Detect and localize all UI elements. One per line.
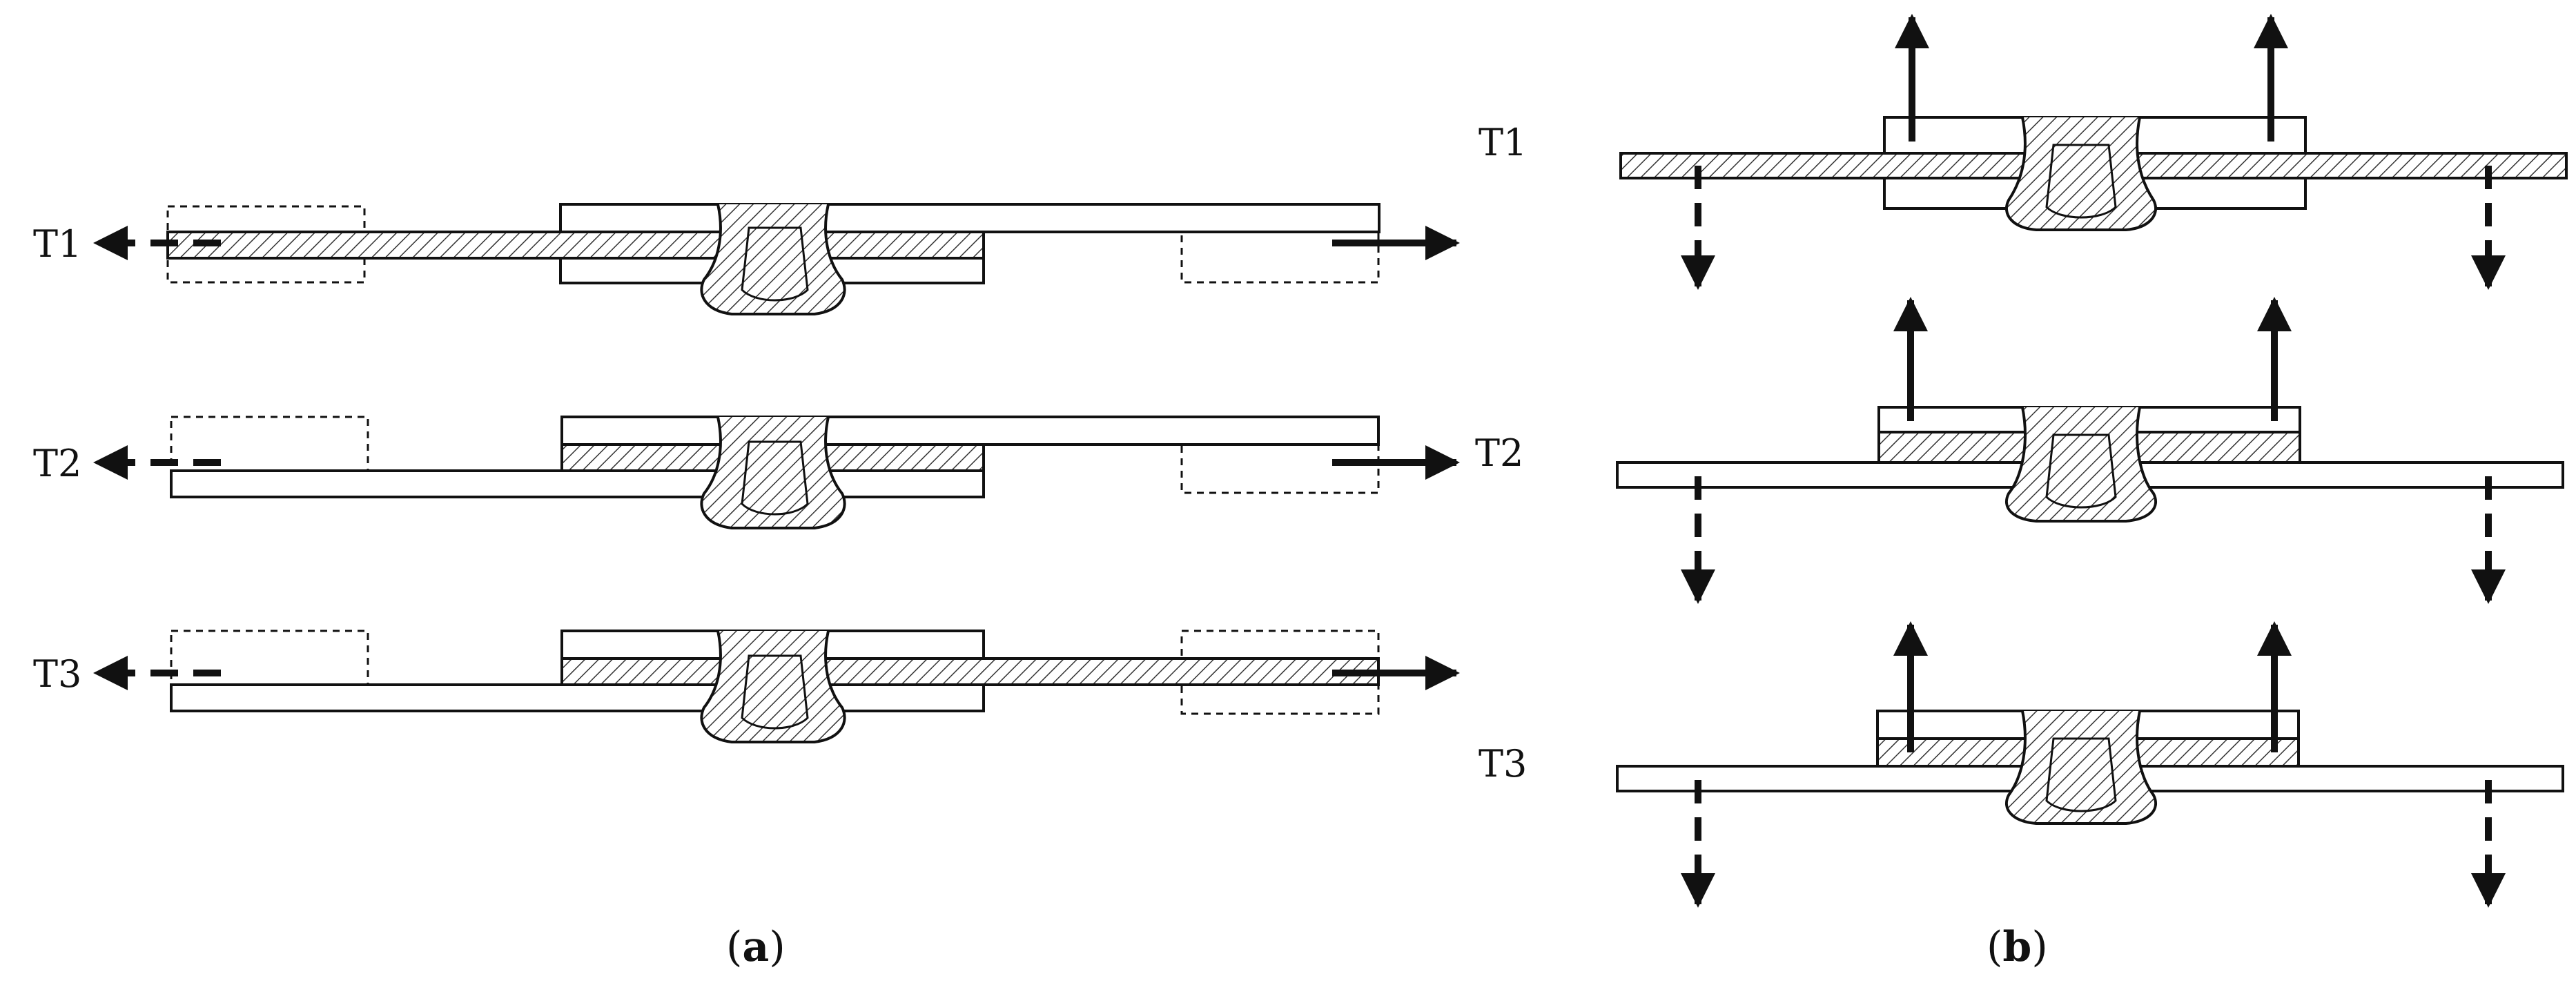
- row-label-t3: T3: [1479, 742, 1527, 786]
- bottom-sheet: [170, 683, 985, 712]
- row-label-t3: T3: [33, 652, 81, 696]
- clinch-interlock: [2045, 433, 2117, 509]
- panel-a-caption: (a): [726, 923, 786, 971]
- panel-b-specimen-t1: T1: [1479, 14, 2568, 290]
- panel-a: T1 T2 T2 T3: [33, 203, 1523, 971]
- middle-sheet-hatched: [560, 657, 1380, 686]
- panel-b-caption: (b): [1987, 923, 2048, 971]
- bottom-sheet: [170, 469, 985, 498]
- top-sheet: [560, 416, 1380, 446]
- panel-a-specimen-t1: T1: [33, 203, 1460, 315]
- row-label-t2-left: T2: [33, 442, 81, 485]
- row-label-t1: T1: [33, 222, 81, 266]
- row-label-t1: T1: [1479, 121, 1527, 164]
- clinch-interlock: [741, 654, 809, 730]
- panel-b: T1 T3 (b): [1479, 14, 2568, 971]
- panel-b-specimen-t2: [1616, 297, 2564, 604]
- panel-a-specimen-t2: T2 T2: [33, 416, 1523, 529]
- clinch-interlock: [2045, 737, 2117, 812]
- row-label-t2-right: T2: [1475, 431, 1523, 475]
- top-sheet: [559, 203, 1380, 233]
- panel-b-specimen-t3: T3: [1479, 621, 2564, 908]
- panel-a-specimen-t3: T3: [33, 630, 1460, 743]
- clinch-interlock: [741, 440, 809, 516]
- clinch-interlock: [741, 226, 809, 302]
- bottom-sheet-hatched: [166, 231, 985, 260]
- clinch-interlock: [2045, 144, 2117, 219]
